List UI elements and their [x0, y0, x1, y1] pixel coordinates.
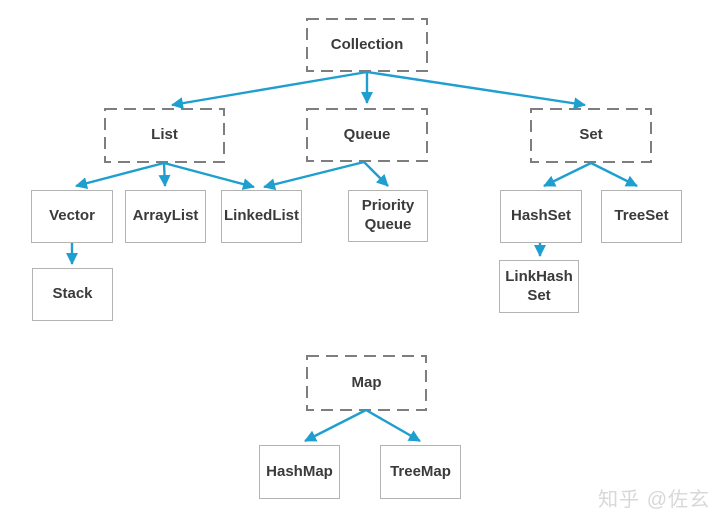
edge-map-hashmap — [304, 408, 367, 443]
node-priorityqueue: Priority Queue — [348, 190, 428, 242]
edge-queue-priorityqueue — [363, 161, 389, 187]
edge-map-treemap — [365, 408, 421, 443]
node-map: Map — [306, 355, 427, 411]
node-treemap-label: TreeMap — [390, 462, 451, 480]
node-treeset-label: TreeSet — [614, 207, 669, 225]
node-list-label: List — [151, 126, 178, 144]
node-arraylist: ArrayList — [125, 190, 206, 243]
node-set: Set — [530, 108, 652, 163]
node-list: List — [104, 108, 225, 163]
edge-list-arraylist — [158, 162, 171, 187]
node-stack-label: Stack — [52, 285, 93, 303]
node-collection-border — [306, 18, 428, 72]
edge-list-linkedlist — [163, 161, 255, 190]
node-set-border — [530, 108, 652, 163]
node-stack: Stack — [32, 268, 113, 321]
edge-collection-list — [171, 70, 368, 110]
node-queue-label: Queue — [343, 125, 391, 143]
edge-set-hashset — [543, 161, 592, 188]
node-collection: Collection — [306, 18, 428, 72]
node-treeset: TreeSet — [601, 190, 682, 243]
node-priorityqueue-label: Priority Queue — [361, 197, 415, 233]
edge-set-treeset — [590, 161, 638, 188]
node-vector: Vector — [31, 190, 113, 243]
node-linkedlist-label: LinkedList — [223, 207, 299, 225]
node-hashmap: HashMap — [259, 445, 340, 499]
node-hashset-label: HashSet — [510, 207, 572, 225]
edge-collection-set — [366, 70, 586, 110]
edge-queue-linkedlist — [263, 160, 365, 191]
node-linkhashset-label: LinkHash Set — [505, 267, 573, 304]
edge-list-vector — [75, 161, 165, 190]
node-linkedlist: LinkedList — [221, 190, 302, 243]
node-linkhashset: LinkHash Set — [499, 260, 579, 313]
node-collection-label: Collection — [330, 35, 404, 53]
node-map-label: Map — [351, 373, 382, 391]
node-queue: Queue — [306, 108, 428, 162]
node-treemap: TreeMap — [380, 445, 461, 499]
node-vector-label: Vector — [49, 207, 95, 225]
node-hashmap-label: HashMap — [266, 462, 333, 480]
node-queue-border — [306, 108, 428, 162]
node-hashset: HashSet — [500, 190, 582, 243]
node-arraylist-label: ArrayList — [132, 207, 199, 225]
watermark: 知乎 @佐玄 — [598, 489, 710, 511]
node-set-label: Set — [579, 126, 603, 144]
